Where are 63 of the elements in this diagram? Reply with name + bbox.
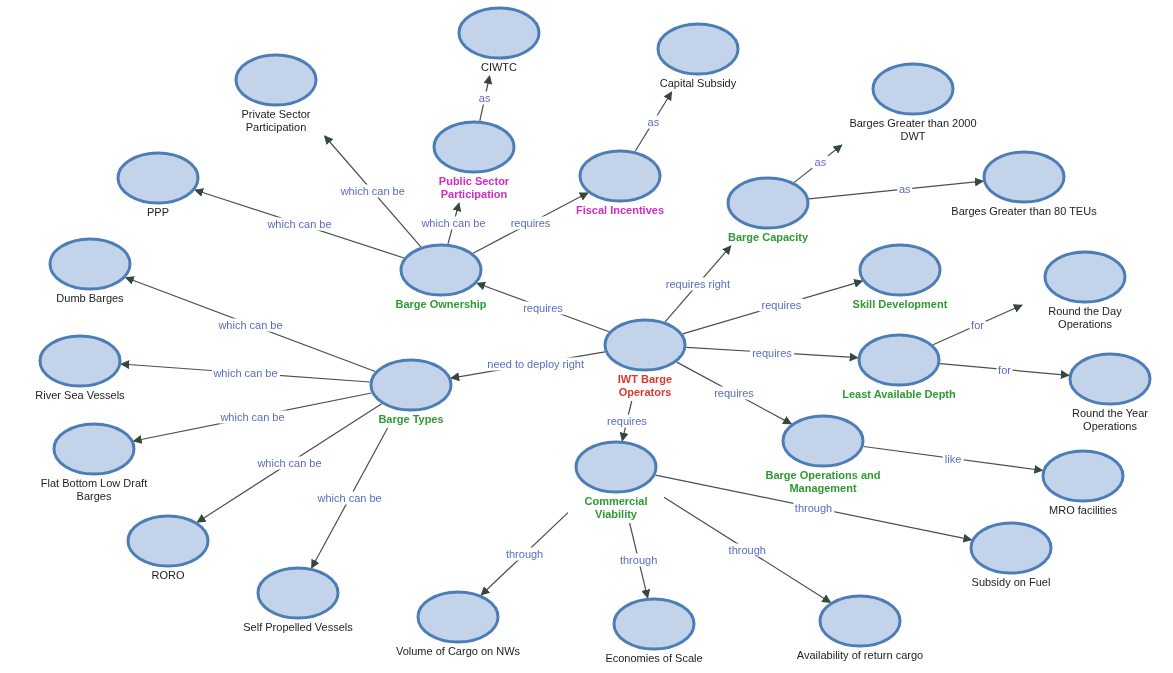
edge-label: through <box>617 553 660 567</box>
concept-label: Self Propelled Vessels <box>243 621 353 634</box>
edge-label: requires <box>712 386 756 400</box>
concept-label: RORO <box>151 569 185 582</box>
concept-label: Public Sector Participation <box>437 175 511 201</box>
edge-label: which can be <box>211 366 280 380</box>
concept-label: Private Sector Participation <box>240 108 312 134</box>
concept-label: Fiscal Incentives <box>575 204 664 217</box>
edge-label: which can be <box>419 216 488 230</box>
arrow <box>863 445 1044 474</box>
edge-label: which can be <box>338 184 407 198</box>
edge-label: which can be <box>216 318 285 331</box>
edge-label: requires <box>750 346 794 359</box>
arrow <box>634 91 673 152</box>
arrow <box>324 135 422 248</box>
concept-label: Commercial Viability <box>583 495 649 521</box>
concept-label: River Sea Vessels <box>35 389 125 402</box>
concept-label: IWT Barge Operators <box>616 373 674 399</box>
edge-label: through <box>726 543 768 557</box>
concept-label: Barges Greater than 80 TEUs <box>951 205 1097 218</box>
arrow <box>196 403 383 523</box>
edge-label: which can be <box>255 456 324 470</box>
concept-label: Barges Greater than 2000 DWT <box>848 117 978 143</box>
concept-label: PPP <box>147 206 169 219</box>
edge-label: requires <box>521 301 565 314</box>
arrow <box>939 363 1070 380</box>
edge-label: for <box>996 363 1013 376</box>
concept-label: Dumb Barges <box>56 292 124 305</box>
concept-label: Round the Year Operations <box>1071 407 1149 433</box>
edge-label: like <box>942 452 964 465</box>
arrow <box>311 427 389 569</box>
concept-label: Economies of Scale <box>605 652 703 665</box>
concept-label: MRO facilities <box>1049 504 1117 517</box>
edge-label: as <box>645 115 662 129</box>
edge-label: which can be <box>218 410 287 424</box>
edge-label: through <box>503 547 546 561</box>
concept-label: Barge Ownership <box>395 298 487 311</box>
concept-label: Skill Development <box>852 298 948 311</box>
concept-label: Barge Capacity <box>727 231 809 244</box>
concept-label: Volume of Cargo on NWs <box>395 645 521 658</box>
edge-label: requires <box>759 298 804 312</box>
arrow <box>932 304 1023 346</box>
edge-label: which can be <box>315 491 384 505</box>
concept-label: Least Available Depth <box>842 388 956 401</box>
arrow <box>663 496 832 603</box>
edge-label: requires <box>605 414 649 428</box>
concept-label: Barge Types <box>378 413 444 426</box>
concept-label: CIWTC <box>480 61 517 74</box>
concept-label: Subsidy on Fuel <box>971 576 1051 589</box>
concept-label: Barge Operations and Management <box>764 469 882 495</box>
edge-label: as <box>812 155 829 169</box>
arrow <box>808 177 984 200</box>
edge-label: as <box>476 91 493 105</box>
edge-label: need to deploy right <box>485 357 586 371</box>
edge-label: through <box>792 501 835 514</box>
edge-label: for <box>969 318 986 332</box>
concept-label: Availability of return cargo <box>796 649 924 662</box>
edge-label: which can be <box>265 217 334 231</box>
edge-label: requires <box>508 216 553 230</box>
concept-label: Flat Bottom Low Draft Barges <box>39 477 149 503</box>
concept-label: Round the Day Operations <box>1047 305 1123 331</box>
concept-label: Capital Subsidy <box>659 77 737 90</box>
edge-label: requires right <box>663 277 732 291</box>
